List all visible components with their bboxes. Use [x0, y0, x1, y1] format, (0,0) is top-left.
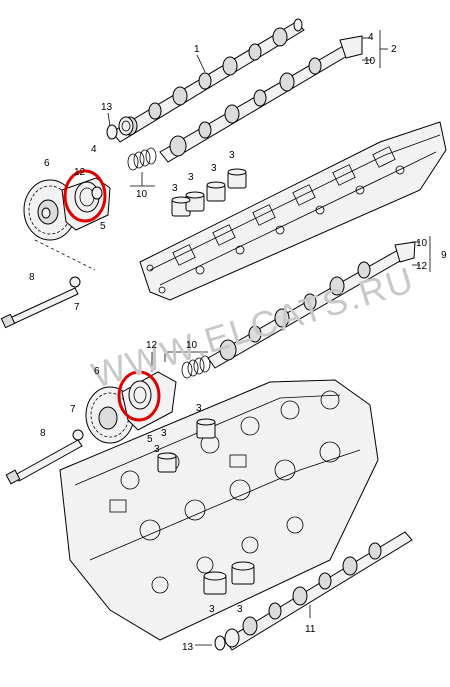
callout-10: 10: [364, 56, 376, 67]
callout-3: 3: [172, 183, 178, 194]
tappets-3-upper: [171, 168, 247, 217]
callout-9: 9: [441, 250, 447, 261]
callout-11: 11: [305, 624, 316, 635]
callout-3: 3: [237, 604, 243, 615]
bolt-8-upper: [0, 276, 81, 329]
callout-10: 10: [136, 189, 148, 200]
spring-sleeve-10-upper: [127, 147, 157, 171]
callout-2: 2: [391, 44, 397, 55]
callout-3: 3: [188, 172, 194, 183]
spring-sleeve-10-lower: [181, 355, 211, 379]
callout-8: 8: [29, 272, 35, 283]
camshaft-2: [159, 35, 363, 163]
camshaft-9: [207, 241, 416, 369]
bolt-8-lower: [5, 429, 84, 485]
highlight-ring-lower: [117, 370, 161, 422]
callout-3: 3: [154, 444, 160, 455]
callout-8: 8: [40, 428, 46, 439]
callout-12: 12: [416, 261, 428, 272]
seal-13-upper: [106, 116, 134, 140]
seal-13-lower: [214, 628, 240, 651]
callout-3: 3: [229, 150, 235, 161]
callout-4: 4: [91, 144, 97, 155]
callout-6: 6: [44, 158, 50, 169]
callout-7: 7: [70, 404, 76, 415]
watermark: WWW.ELCATS.RU: [87, 259, 420, 396]
tappets-3-lower: [157, 418, 255, 595]
callout-4: 4: [368, 32, 374, 43]
callout-6: 6: [94, 366, 100, 377]
camshaft-1: [111, 18, 305, 143]
callout-7: 7: [74, 302, 80, 313]
callout-5: 5: [100, 221, 106, 232]
callout-3: 3: [161, 428, 167, 439]
callout-10: 10: [186, 340, 198, 351]
callout-13: 13: [101, 102, 113, 113]
callout-1: 1: [194, 44, 200, 55]
callout-5: 5: [147, 434, 153, 445]
callout-12: 12: [74, 167, 86, 178]
callout-labels: 1 2 4 10 13 6 12 4 5 10 3 3 3 3 8 7 9 10…: [29, 32, 447, 653]
callout-13: 13: [182, 642, 194, 653]
callout-3: 3: [209, 604, 215, 615]
callout-12: 12: [146, 340, 158, 351]
callout-3: 3: [196, 403, 202, 414]
upper-cylinder-head: [139, 121, 447, 301]
callout-3: 3: [211, 163, 217, 174]
lower-cylinder-head: [59, 379, 379, 641]
leader-lines: [107, 30, 431, 646]
highlight-ring-upper: [63, 169, 107, 223]
camshaft-11: [224, 531, 413, 651]
callout-10: 10: [416, 238, 428, 249]
